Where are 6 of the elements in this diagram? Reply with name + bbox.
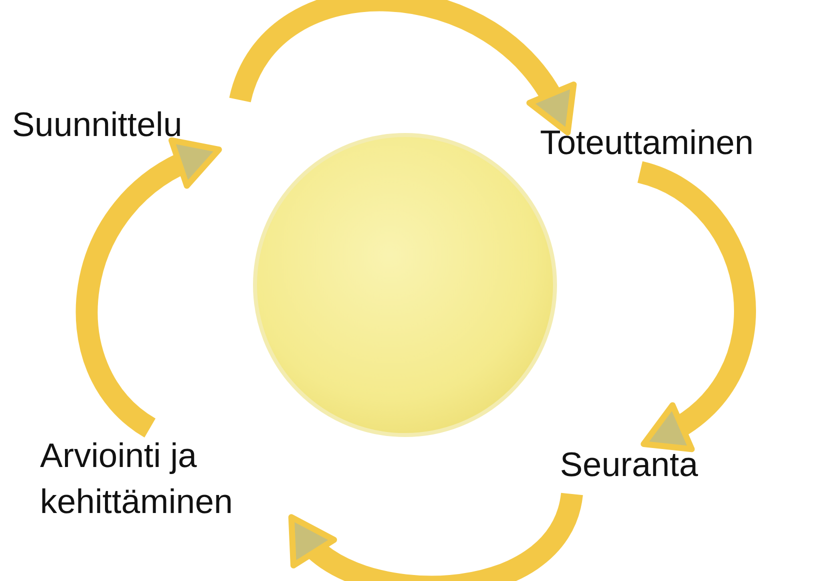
stage-label: Seuranta: [560, 445, 698, 486]
stage-label: Suunnittelu: [12, 105, 182, 146]
curved-arrow: [76, 140, 222, 437]
curved-arrow: [286, 491, 583, 581]
stage-label: Arviointi ja kehittäminen: [40, 436, 234, 523]
stage-label: Toteuttaminen: [540, 123, 754, 164]
